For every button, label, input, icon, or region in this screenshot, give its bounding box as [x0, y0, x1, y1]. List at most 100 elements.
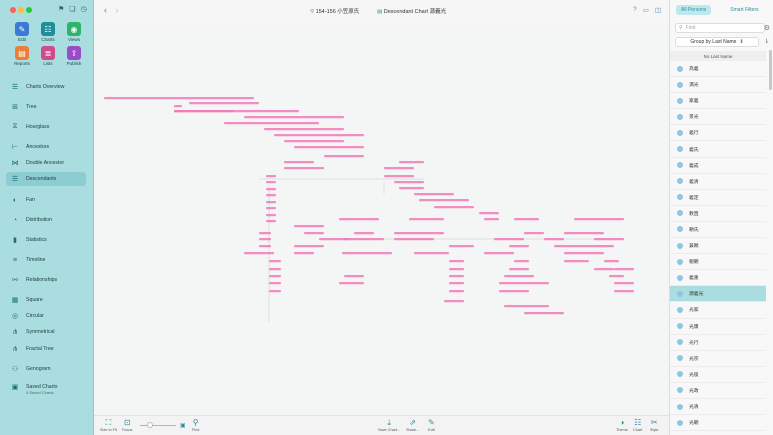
tree-node[interactable]: [189, 102, 259, 105]
person-list-scrollbar[interactable]: [769, 50, 772, 90]
tree-node[interactable]: [399, 161, 424, 164]
tree-node[interactable]: [574, 218, 624, 221]
tree-node[interactable]: [499, 282, 549, 285]
list-item[interactable]: 光朝: [670, 415, 766, 432]
tree-node[interactable]: [504, 275, 534, 278]
tile-publish[interactable]: ⇪Publish: [61, 46, 87, 66]
tree-node[interactable]: [604, 260, 619, 263]
tree-node[interactable]: [224, 122, 319, 125]
tile-reports[interactable]: ▤Reports: [9, 46, 35, 66]
sort-icon[interactable]: ⇂: [763, 39, 769, 45]
sidebar-item-relationships[interactable]: ⚯Relationships: [6, 273, 86, 287]
list-item[interactable]: 頼氏: [670, 222, 766, 239]
sidebar-item-descendants[interactable]: ☰Descendants: [6, 172, 86, 186]
edit-button[interactable]: ✎ Edit: [428, 418, 435, 432]
list-item[interactable]: 義清: [670, 174, 766, 190]
tree-node[interactable]: [449, 290, 464, 293]
list-item[interactable]: 源義光: [670, 286, 766, 303]
history-icon[interactable]: ◷: [80, 6, 87, 13]
tree-node[interactable]: [594, 238, 624, 241]
tree-node[interactable]: [259, 238, 271, 241]
theme-button[interactable]: ◑ Theme: [616, 418, 628, 432]
list-item[interactable]: 満光: [670, 77, 766, 94]
tree-node[interactable]: [342, 252, 392, 255]
tree-node[interactable]: [344, 238, 384, 241]
sidebar-item-fan[interactable]: ◐Fan: [6, 193, 86, 207]
tree-node[interactable]: [384, 167, 414, 170]
tree-node[interactable]: [264, 128, 344, 131]
tree-node[interactable]: [174, 110, 299, 113]
tree-node[interactable]: [509, 245, 529, 248]
sidebar-item-tree[interactable]: ⊞Tree: [6, 100, 86, 114]
tree-node[interactable]: [399, 187, 424, 190]
tree-node[interactable]: [269, 282, 281, 285]
tree-node[interactable]: [244, 252, 274, 255]
tree-node[interactable]: [449, 268, 464, 271]
tag-icon[interactable]: ⚑: [58, 6, 65, 13]
list-item[interactable]: 義氏: [670, 141, 766, 158]
style-button[interactable]: ✂ Style: [650, 418, 659, 432]
tree-node[interactable]: [266, 188, 276, 191]
tree-node[interactable]: [564, 260, 589, 263]
list-item[interactable]: 親朝: [670, 254, 766, 271]
tree-node[interactable]: [294, 252, 314, 255]
tab-all-persons[interactable]: All Persons: [676, 5, 712, 15]
tree-node[interactable]: [266, 207, 276, 210]
tree-node[interactable]: [609, 275, 624, 278]
tree-node[interactable]: [499, 290, 529, 293]
sidebar-item-genogram[interactable]: ⚇Genogram: [6, 362, 86, 376]
focus-button[interactable]: ⊡ Focus: [122, 418, 133, 432]
list-item[interactable]: 義行: [670, 125, 766, 142]
tree-node[interactable]: [266, 201, 276, 204]
sidebar-toggle-icon[interactable]: ◫: [654, 7, 661, 14]
tree-node[interactable]: [414, 193, 454, 196]
minimize-window-button[interactable]: [18, 7, 24, 13]
tree-node[interactable]: [319, 238, 349, 241]
tree-node[interactable]: [266, 175, 276, 178]
list-item[interactable]: 義定: [670, 190, 766, 206]
tree-node[interactable]: [394, 238, 434, 241]
tree-node[interactable]: [449, 275, 464, 278]
sidebar-item-distribution[interactable]: ◔Distribution: [6, 213, 86, 227]
tree-node[interactable]: [414, 252, 449, 255]
tree-node[interactable]: [284, 161, 314, 164]
tree-node[interactable]: [524, 312, 564, 315]
back-button[interactable]: ‹: [104, 5, 107, 15]
tree-node[interactable]: [394, 181, 424, 184]
tree-node[interactable]: [284, 167, 324, 170]
bookmark-icon[interactable]: ❏: [69, 6, 76, 13]
list-item[interactable]: 光家: [670, 302, 766, 319]
sidebar-item-ancestors[interactable]: ⊢Ancestors: [6, 140, 86, 154]
tree-node[interactable]: [259, 232, 271, 235]
tree-node[interactable]: [304, 232, 324, 235]
sidebar-item-timeline[interactable]: ≡Timeline: [6, 253, 86, 267]
tree-node[interactable]: [514, 260, 529, 263]
list-item[interactable]: 為義: [670, 61, 766, 78]
tree-node[interactable]: [104, 97, 254, 100]
tree-node[interactable]: [174, 105, 182, 108]
help-icon[interactable]: ?: [633, 6, 637, 13]
size-to-fit-button[interactable]: ⛶ Size to Fit: [100, 418, 117, 432]
sidebar-item-circular[interactable]: ◎Circular: [6, 309, 86, 323]
close-window-button[interactable]: [10, 7, 16, 13]
tree-node[interactable]: [266, 214, 276, 217]
list-item[interactable]: 光康: [670, 319, 766, 335]
tree-node[interactable]: [339, 282, 364, 285]
tree-node[interactable]: [484, 252, 514, 255]
sidebar-item-hourglass[interactable]: ⧖Hourglass: [6, 120, 86, 134]
forward-button[interactable]: ›: [115, 5, 119, 15]
tree-node[interactable]: [339, 218, 379, 221]
list-item[interactable]: 光行: [670, 335, 766, 351]
tree-node[interactable]: [554, 245, 614, 248]
tree-node[interactable]: [384, 175, 414, 178]
tree-node[interactable]: [394, 232, 444, 235]
tab-smart-filters[interactable]: Smart Filters: [730, 7, 759, 13]
chart-canvas[interactable]: [94, 22, 669, 415]
tree-node[interactable]: [284, 140, 344, 143]
tree-node[interactable]: [269, 290, 281, 293]
chart-options-button[interactable]: ☷ Chart: [633, 418, 643, 432]
sidebar-item-square[interactable]: ▦Square: [6, 293, 86, 307]
zoom-window-button[interactable]: [26, 7, 32, 13]
list-item[interactable]: 光清: [670, 399, 766, 416]
descendant-tree[interactable]: [94, 22, 669, 415]
